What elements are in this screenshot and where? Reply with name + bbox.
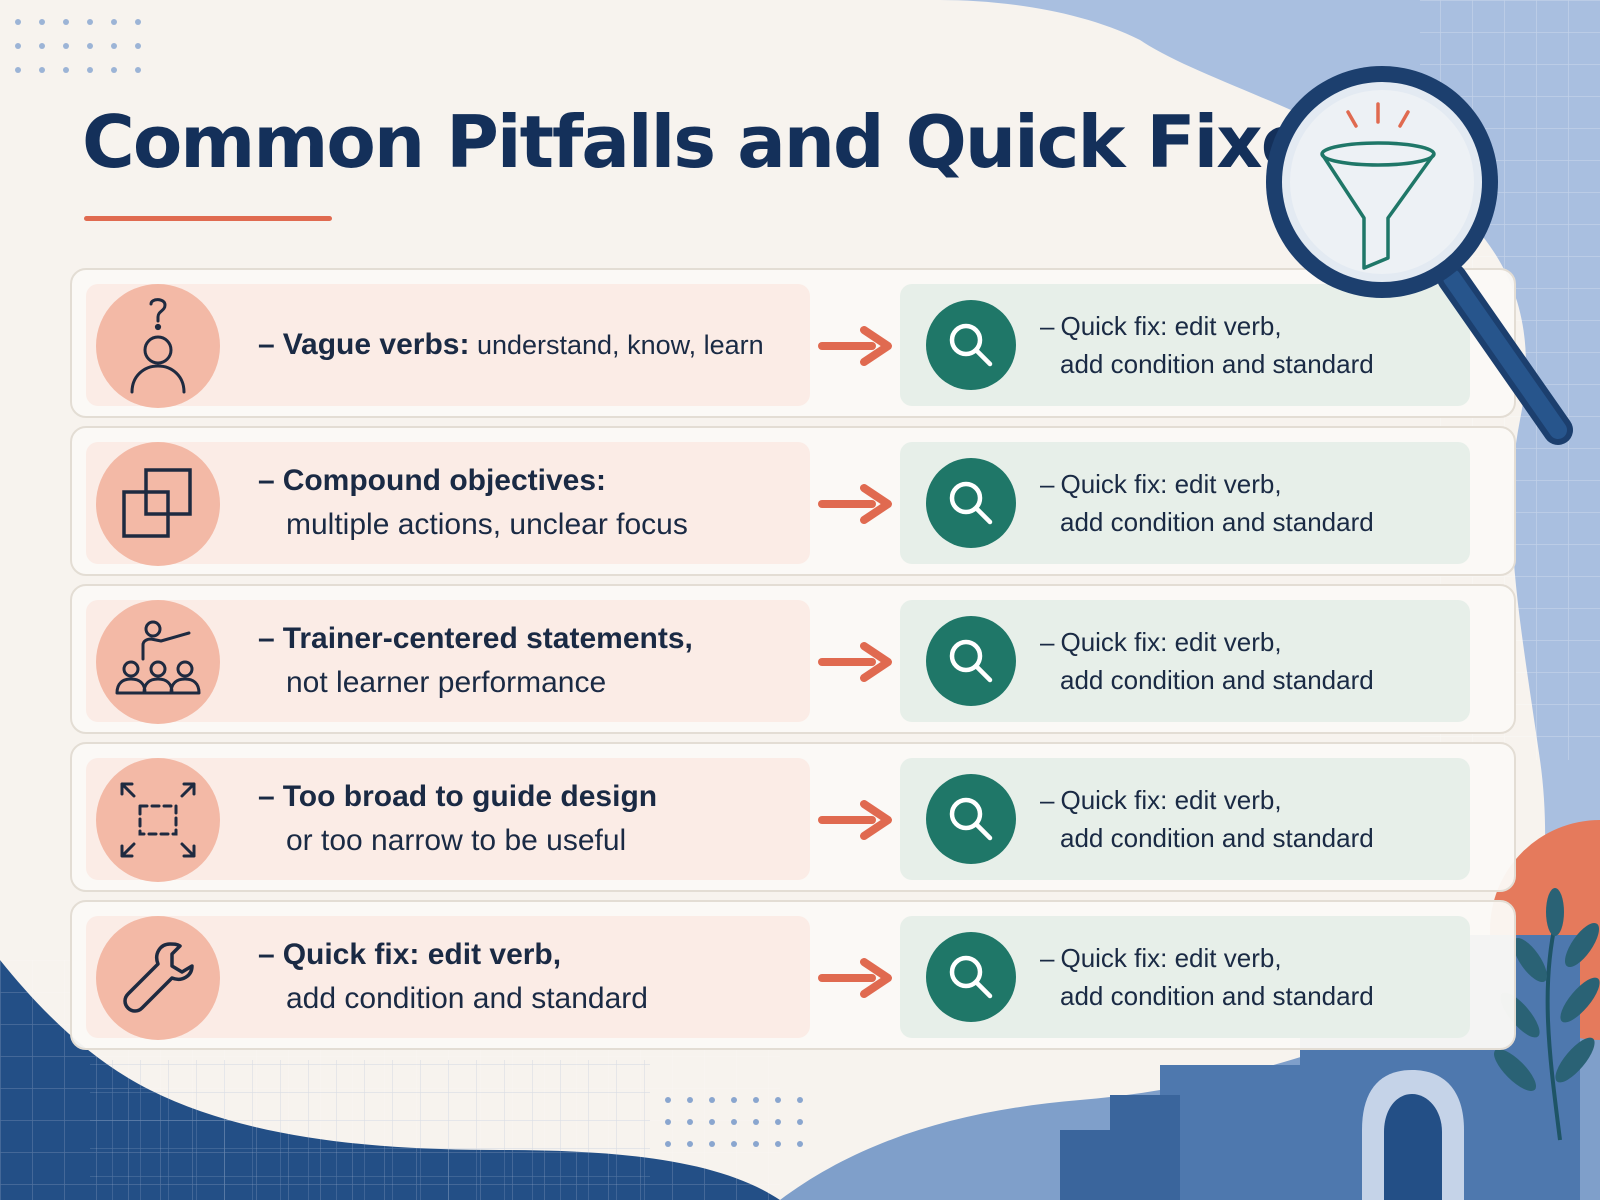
arrow-right-icon bbox=[818, 326, 892, 366]
search-icon bbox=[949, 639, 993, 683]
fix-card: –Quick fix: edit verb, add condition and… bbox=[900, 442, 1470, 564]
search-icon bbox=[949, 323, 993, 367]
fix-card: –Quick fix: edit verb, add condition and… bbox=[900, 600, 1470, 722]
pitfall-text: –Vague verbs: understand, know, learn bbox=[258, 323, 798, 367]
arrow-right-icon bbox=[818, 484, 892, 524]
pitfall-line2: or too narrow to be useful bbox=[286, 824, 627, 857]
pitfall-lead: Quick fix: edit verb, bbox=[282, 938, 562, 971]
arrow-right-icon bbox=[818, 642, 892, 682]
pitfall-lead: Trainer-centered statements, bbox=[282, 622, 693, 655]
fix-line2: add condition and standard bbox=[1060, 665, 1374, 695]
pitfall-line2: multiple actions, unclear focus bbox=[286, 508, 688, 541]
fix-text: –Quick fix: edit verb, add condition and… bbox=[1040, 307, 1460, 383]
search-icon bbox=[949, 955, 993, 999]
confused-person-icon bbox=[130, 298, 186, 394]
pitfall-rest: understand, know, learn bbox=[469, 330, 764, 360]
pitfall-dash: – bbox=[258, 328, 275, 361]
pitfall-text: –Quick fix: edit verb, add condition and… bbox=[258, 933, 798, 1021]
dot-grid-bottom bbox=[665, 1097, 803, 1147]
pitfall-text: –Too broad to guide design or too narrow… bbox=[258, 775, 798, 863]
fix-icon-bg bbox=[926, 458, 1016, 548]
fix-text: –Quick fix: edit verb, add condition and… bbox=[1040, 781, 1460, 857]
pitfall-card: –Vague verbs: understand, know, learn bbox=[86, 284, 810, 408]
fix-line2: add condition and standard bbox=[1060, 823, 1374, 853]
fix-card: –Quick fix: edit verb, add condition and… bbox=[900, 284, 1470, 406]
dot-grid-top-left bbox=[15, 19, 141, 73]
overlapping-squares-icon bbox=[122, 468, 192, 538]
pitfall-row-trainer-centered: –Trainer-centered statements, not learne… bbox=[70, 584, 1516, 734]
fix-text: –Quick fix: edit verb, add condition and… bbox=[1040, 939, 1460, 1015]
pitfall-row-vague-verbs: –Vague verbs: understand, know, learn –Q… bbox=[70, 268, 1516, 418]
pitfall-icon-bg bbox=[96, 758, 220, 882]
fix-line1: Quick fix: edit verb, bbox=[1060, 943, 1282, 973]
pitfall-text: –Compound objectives: multiple actions, … bbox=[258, 459, 798, 547]
fix-line2: add condition and standard bbox=[1060, 981, 1374, 1011]
pitfall-dash: – bbox=[258, 622, 275, 655]
fix-line2: add condition and standard bbox=[1060, 349, 1374, 379]
title-underline bbox=[84, 216, 332, 221]
fix-line1: Quick fix: edit verb, bbox=[1060, 311, 1282, 341]
fix-line2: add condition and standard bbox=[1060, 507, 1374, 537]
fix-card: –Quick fix: edit verb, add condition and… bbox=[900, 758, 1470, 880]
funnel-icon bbox=[1320, 141, 1436, 270]
pitfall-card: –Quick fix: edit verb, add condition and… bbox=[86, 916, 810, 1040]
pitfall-line2: not learner performance bbox=[286, 666, 607, 699]
fix-line1: Quick fix: edit verb, bbox=[1060, 627, 1282, 657]
fix-dash: – bbox=[1040, 785, 1055, 815]
fix-icon-bg bbox=[926, 616, 1016, 706]
fix-icon-bg bbox=[926, 774, 1016, 864]
pitfall-icon-bg bbox=[96, 284, 220, 408]
pitfall-row-scope: –Too broad to guide design or too narrow… bbox=[70, 742, 1516, 892]
pitfall-row-quick-fix: –Quick fix: edit verb, add condition and… bbox=[70, 900, 1516, 1050]
wrench-icon bbox=[123, 942, 194, 1013]
pitfall-lead: Compound objectives: bbox=[282, 464, 607, 497]
fix-line1: Quick fix: edit verb, bbox=[1060, 469, 1282, 499]
pitfall-list: –Vague verbs: understand, know, learn –Q… bbox=[70, 268, 1516, 1058]
fix-card: –Quick fix: edit verb, add condition and… bbox=[900, 916, 1470, 1038]
fix-text: –Quick fix: edit verb, add condition and… bbox=[1040, 623, 1460, 699]
plant-shape bbox=[1545, 919, 1562, 1141]
fix-dash: – bbox=[1040, 311, 1055, 341]
pitfall-icon-bg bbox=[96, 916, 220, 1040]
fix-dash: – bbox=[1040, 627, 1055, 657]
pitfall-dash: – bbox=[258, 780, 275, 813]
fix-line1: Quick fix: edit verb, bbox=[1060, 785, 1282, 815]
presenter-audience-icon bbox=[115, 620, 201, 695]
pitfall-icon-bg bbox=[96, 442, 220, 566]
pitfall-dash: – bbox=[258, 464, 275, 497]
pitfall-text: –Trainer-centered statements, not learne… bbox=[258, 617, 798, 705]
expand-frame-icon bbox=[120, 782, 196, 858]
fix-icon-bg bbox=[926, 932, 1016, 1022]
page-title: Common Pitfalls and Quick Fixes bbox=[82, 100, 1350, 184]
pitfall-lead: Vague verbs: bbox=[282, 328, 470, 361]
arrow-right-icon bbox=[818, 958, 892, 998]
pitfall-card: –Compound objectives: multiple actions, … bbox=[86, 442, 810, 566]
search-icon bbox=[949, 481, 993, 525]
pitfall-dash: – bbox=[258, 938, 275, 971]
pitfall-lead: Too broad to guide design bbox=[282, 780, 658, 813]
fix-text: –Quick fix: edit verb, add condition and… bbox=[1040, 465, 1460, 541]
pitfall-icon-bg bbox=[96, 600, 220, 724]
pitfall-card: –Too broad to guide design or too narrow… bbox=[86, 758, 810, 882]
arrow-right-icon bbox=[818, 800, 892, 840]
fix-dash: – bbox=[1040, 943, 1055, 973]
pitfall-row-compound-objectives: –Compound objectives: multiple actions, … bbox=[70, 426, 1516, 576]
magnifier-illustration bbox=[1266, 66, 1573, 445]
fix-icon-bg bbox=[926, 300, 1016, 390]
fix-dash: – bbox=[1040, 469, 1055, 499]
pitfall-card: –Trainer-centered statements, not learne… bbox=[86, 600, 810, 724]
pitfall-line2: add condition and standard bbox=[286, 982, 648, 1015]
search-icon bbox=[949, 797, 993, 841]
